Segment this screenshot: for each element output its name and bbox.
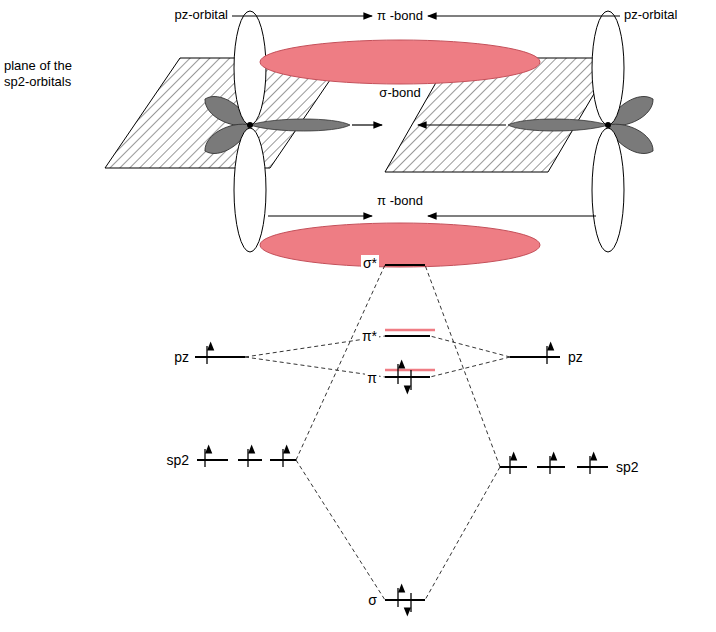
pointer-arrows: [232, 16, 620, 216]
carbon-dot: [247, 122, 253, 128]
label-text: π -bond: [377, 193, 423, 209]
energy-levels: [195, 265, 608, 600]
label-text: π*: [360, 328, 379, 345]
label-text: pz-orbital: [624, 7, 677, 23]
electron-arrows: [205, 346, 590, 612]
label-text: sp2: [164, 452, 191, 469]
label-text: σ: [366, 592, 379, 609]
label-text: sp2: [614, 459, 641, 476]
carbon-dot: [605, 122, 611, 128]
label-text: plane of the sp2-orbitals: [4, 58, 96, 89]
label-text: π -bond: [377, 8, 423, 24]
label-text: pz: [172, 349, 191, 366]
label-text: σ-bond: [379, 85, 420, 101]
pi-bond-cloud: [260, 223, 540, 267]
pi-bond-cloud: [260, 40, 540, 84]
sp2-lobes: [200, 90, 659, 160]
pink-levels: [385, 330, 435, 370]
label-text: pz-orbital: [175, 7, 228, 23]
correlation-lines: [245, 265, 510, 600]
label-text: π: [365, 370, 379, 387]
label-text: pz: [566, 349, 585, 366]
pz-lobes: [234, 11, 624, 252]
label-text: σ*: [361, 255, 379, 272]
